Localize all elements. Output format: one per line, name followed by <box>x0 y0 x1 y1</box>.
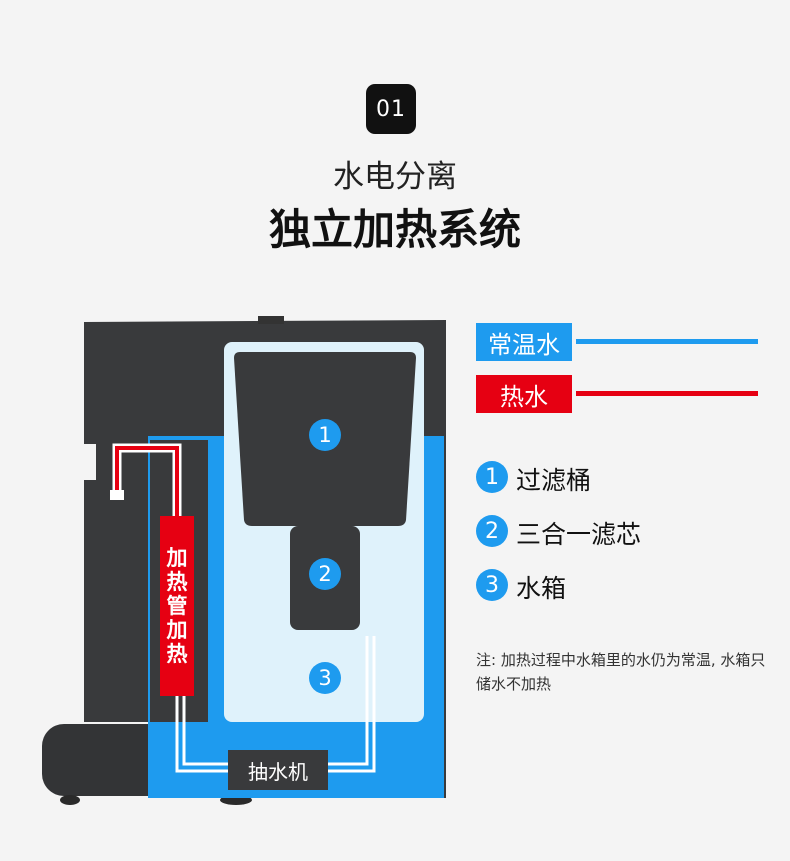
hot-water-pipe <box>115 446 179 518</box>
section-number-badge: 01 <box>366 84 416 134</box>
footnote: 注: 加热过程中水箱里的水仍为常温, 水箱只储水不加热 <box>476 651 766 693</box>
item-number-2: 2 <box>476 515 508 547</box>
legend-normal-water-line <box>576 339 758 344</box>
diagram-marker-1: 1 <box>309 419 341 451</box>
base-foot-left <box>60 795 80 805</box>
heater-tube-label: 加 热 管 加 热 <box>166 546 188 666</box>
item-label-filter-cartridge: 三合一滤芯 <box>516 520 642 549</box>
section-subtitle: 水电分离 <box>333 159 457 195</box>
section-title: 独立加热系统 <box>268 205 521 254</box>
pump-label: 抽水机 <box>248 759 308 784</box>
item-label-water-tank: 水箱 <box>516 574 567 603</box>
heater-tube-box <box>160 516 194 696</box>
diagram-marker-2: 2 <box>309 558 341 590</box>
legend-hot-water: 热水 <box>476 375 572 413</box>
spout <box>110 490 124 500</box>
legend-normal-water: 常温水 <box>476 323 572 361</box>
top-knob <box>258 316 284 324</box>
pump-box <box>228 750 328 790</box>
item-label-filter-bucket: 过滤桶 <box>516 466 592 495</box>
item-number-3: 3 <box>476 569 508 601</box>
legend-hot-water-line <box>576 391 758 396</box>
item-number-1: 1 <box>476 461 508 493</box>
diagram-marker-3: 3 <box>309 662 341 694</box>
